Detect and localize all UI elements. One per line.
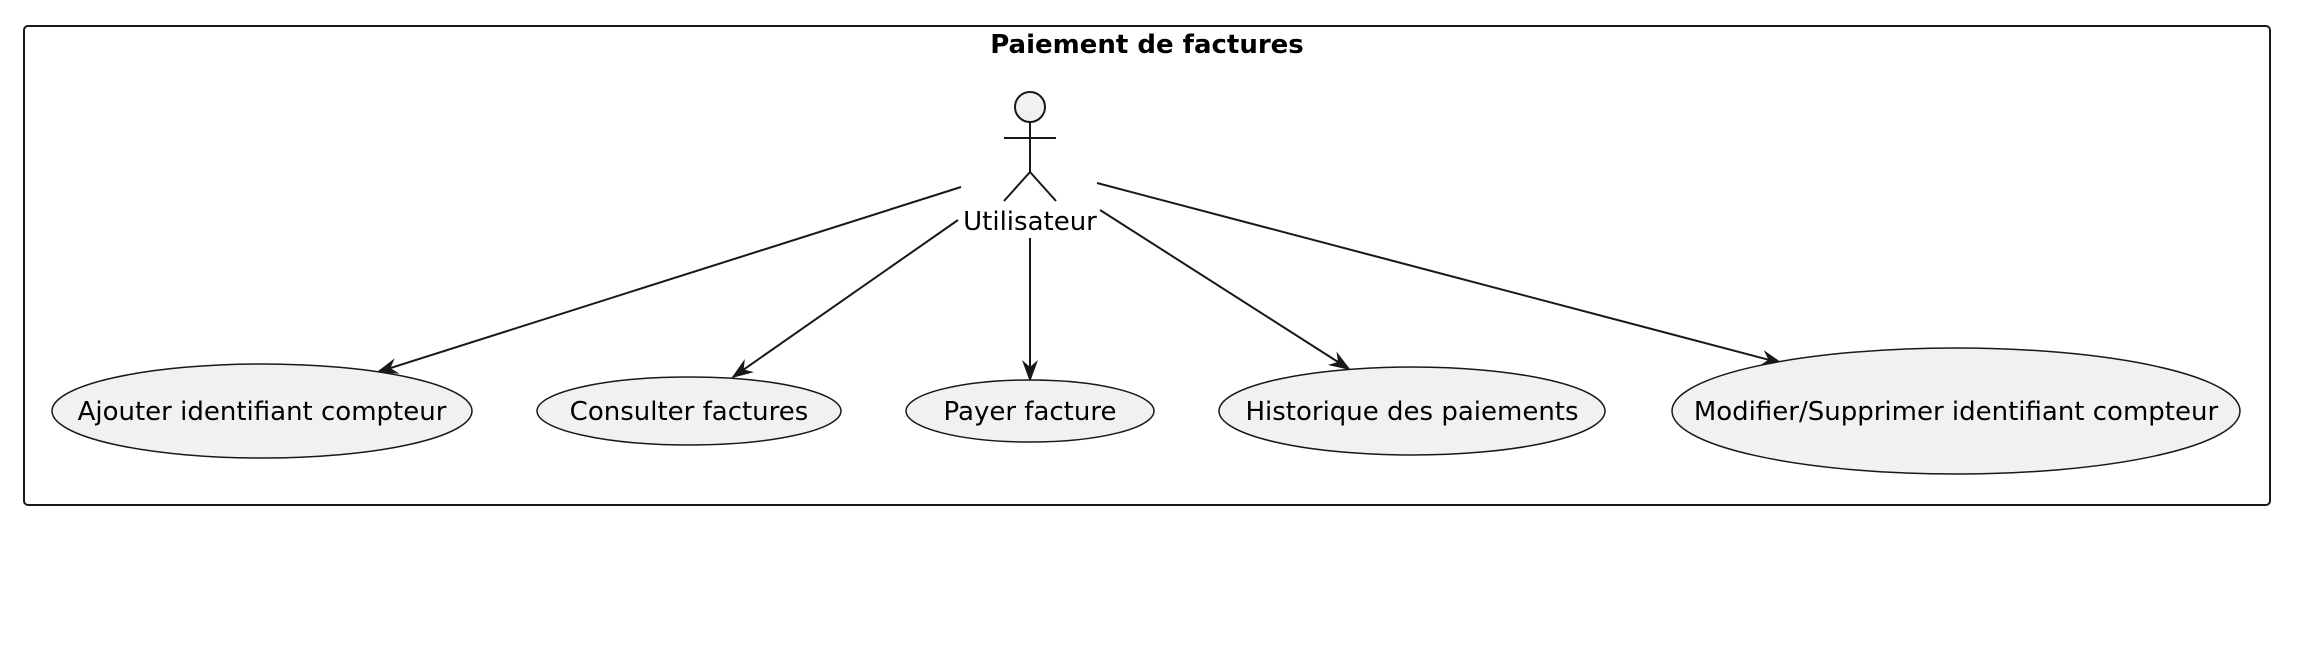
association-ajouter	[376, 186, 962, 374]
use-case-label: Consulter factures	[570, 397, 809, 427]
actor-utilisateur[interactable]: Utilisateur	[963, 91, 1097, 237]
association-consulter	[731, 219, 959, 379]
actor-right-leg	[1029, 171, 1057, 202]
actor-head	[1014, 91, 1046, 123]
use-case-label: Historique des paiements	[1245, 397, 1578, 427]
use-case-modifier[interactable]: Modifier/Supprimer identifiant compteur	[1671, 347, 2241, 475]
use-case-ellipse	[1671, 347, 2241, 475]
use-case-ajouter[interactable]: Ajouter identifiant compteur	[51, 363, 473, 459]
use-case-historique[interactable]: Historique des paiements	[1218, 366, 1606, 456]
use-case-label: Modifier/Supprimer identifiant compteur	[1694, 397, 2219, 427]
actor-label: Utilisateur	[963, 207, 1097, 237]
system-boundary	[23, 25, 2271, 506]
use-case-ellipse	[905, 379, 1155, 443]
use-case-payer[interactable]: Payer facture	[905, 379, 1155, 443]
association-historique	[1099, 209, 1351, 371]
use-case-ellipse	[536, 376, 842, 446]
use-case-label: Ajouter identifiant compteur	[78, 397, 447, 427]
association-modifier	[1096, 182, 1783, 366]
use-case-label: Payer facture	[944, 397, 1117, 427]
actor-left-leg	[1003, 171, 1031, 202]
use-case-ellipse	[1218, 366, 1606, 456]
use-case-ellipse	[51, 363, 473, 459]
system-title: Paiement de factures	[990, 30, 1304, 60]
use-case-consulter[interactable]: Consulter factures	[536, 376, 842, 446]
